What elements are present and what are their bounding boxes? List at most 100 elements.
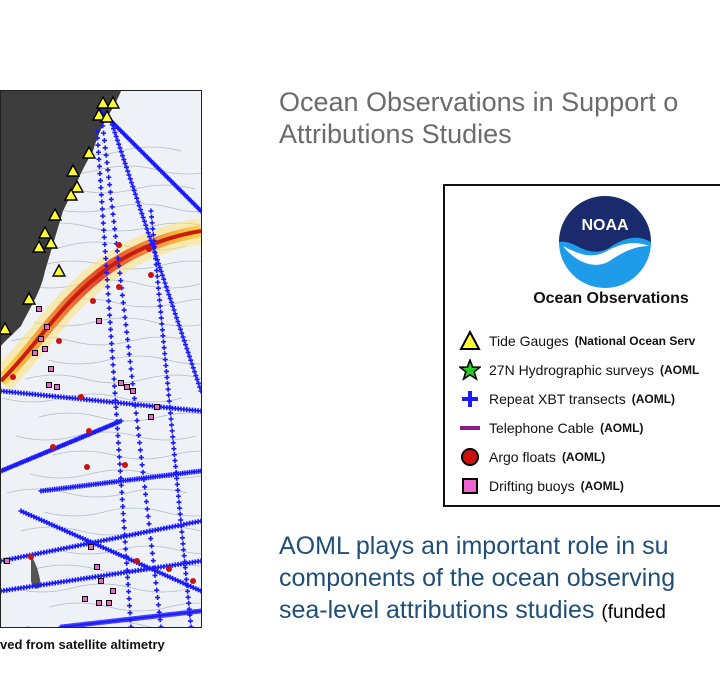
xbt-mark [129, 373, 135, 379]
xbt-mark [158, 268, 164, 274]
slide-title: Ocean Observations in Support o Attribut… [279, 86, 720, 150]
xbt-mark [110, 362, 116, 368]
xbt-mark [193, 373, 199, 379]
legend-org: (AOML) [631, 391, 676, 406]
xbt-mark [129, 180, 135, 186]
legend-label: 27N Hydrographic surveys [489, 361, 654, 378]
xbt-mark [151, 244, 157, 250]
xbt-mark [147, 234, 153, 240]
legend-item-hydrographic-surveys: 27N Hydrographic surveys (AOML [459, 355, 720, 384]
xbt-mark [120, 504, 126, 510]
plus-icon [462, 390, 478, 407]
xbt-mark [131, 187, 137, 193]
xbt-mark [136, 432, 142, 438]
xbt-mark [99, 199, 105, 205]
xbt-mark [125, 337, 131, 343]
xbt-mark [166, 292, 172, 298]
xbt-mark [95, 542, 101, 548]
xbt-mark [94, 135, 100, 141]
legend-org: (AOML) [600, 420, 644, 435]
xbt-mark [174, 315, 180, 321]
xbt-mark [126, 172, 132, 178]
drifting-buoy-marker [110, 588, 116, 594]
xbt-mark [170, 303, 176, 309]
xbt-mark [198, 608, 201, 614]
xbt-mark [124, 560, 130, 566]
xbt-mark [100, 545, 106, 551]
xbt-mark [23, 510, 29, 516]
xbt-mark [164, 374, 170, 380]
argo-float-marker [28, 554, 34, 560]
xbt-mark [57, 525, 63, 531]
map-graphic [1, 91, 201, 627]
xbt-mark [179, 535, 185, 541]
xbt-mark [39, 517, 45, 523]
xbt-mark [183, 571, 189, 577]
xbt-mark [134, 418, 140, 424]
xbt-mark [157, 570, 163, 576]
xbt-mark [127, 359, 133, 365]
xbt-mark [126, 589, 132, 595]
xbt-mark [118, 418, 124, 424]
noaa-logo-top [559, 196, 651, 252]
xbt-mark [162, 357, 168, 363]
xbt-mark [166, 392, 172, 398]
xbt-mark [105, 284, 111, 290]
legend-item-tide-gauges: Tide Gauges (National Ocean Serv [459, 326, 720, 355]
xbt-mark [166, 398, 172, 404]
xbt-mark [54, 524, 60, 530]
xbt-mark [121, 554, 127, 560]
xbt-mark [198, 388, 201, 394]
xbt-mark [188, 624, 194, 627]
xbt-mark [96, 156, 102, 162]
xbt-mark [158, 315, 164, 321]
xbt-mark [104, 270, 110, 276]
xbt-mark [109, 341, 115, 347]
xbt-mark [154, 267, 160, 273]
drifting-buoy-markers [4, 306, 160, 606]
xbt-mark [107, 189, 113, 195]
xbt-mark [64, 529, 70, 535]
gulf-stream-center [1, 229, 201, 383]
tide-gauge-marker [37, 225, 53, 239]
xbt-mark [181, 547, 187, 553]
xbt-mark [121, 307, 127, 313]
xbt-mark [103, 546, 109, 552]
xbt-mark [179, 330, 185, 336]
xbt-mark [162, 572, 168, 578]
xbt-mark [150, 558, 156, 564]
xbt-mark [161, 276, 167, 282]
xbt-mark [157, 617, 163, 623]
xbt-mark [113, 133, 119, 139]
xbt-mark [124, 329, 130, 335]
statement-line2: components of the ocean observing [279, 564, 676, 592]
xbt-mark [101, 130, 107, 136]
xbt-mark [147, 565, 153, 571]
xbt-mark [120, 300, 126, 306]
argo-float-markers [10, 242, 196, 584]
xbt-mark [171, 446, 177, 452]
xbt-mark [180, 334, 186, 340]
drifting-buoy-marker [88, 544, 94, 550]
xbt-mark [26, 511, 32, 517]
square-icon [462, 477, 478, 494]
xbt-mark [175, 487, 181, 493]
xbt-mark [174, 475, 180, 481]
xbt-mark [159, 321, 165, 327]
xbt-mark [110, 211, 116, 217]
drifting-buoy-marker [32, 350, 38, 356]
xbt-mark [159, 272, 165, 278]
xbt-mark [137, 440, 143, 446]
xbt-mark [142, 484, 148, 490]
xbt-mark [198, 408, 201, 414]
xbt-mark [185, 588, 191, 594]
xbt-mark [121, 518, 127, 524]
xbt-mark [193, 586, 199, 592]
xbt-mark [138, 207, 144, 213]
xbt-mark [170, 575, 176, 581]
noaa-logo-icon: NOAA [559, 196, 651, 288]
xbt-mark [163, 363, 169, 369]
xbt-mark [140, 214, 146, 220]
xbt-mark [28, 513, 34, 519]
xbt-mark [18, 508, 24, 514]
